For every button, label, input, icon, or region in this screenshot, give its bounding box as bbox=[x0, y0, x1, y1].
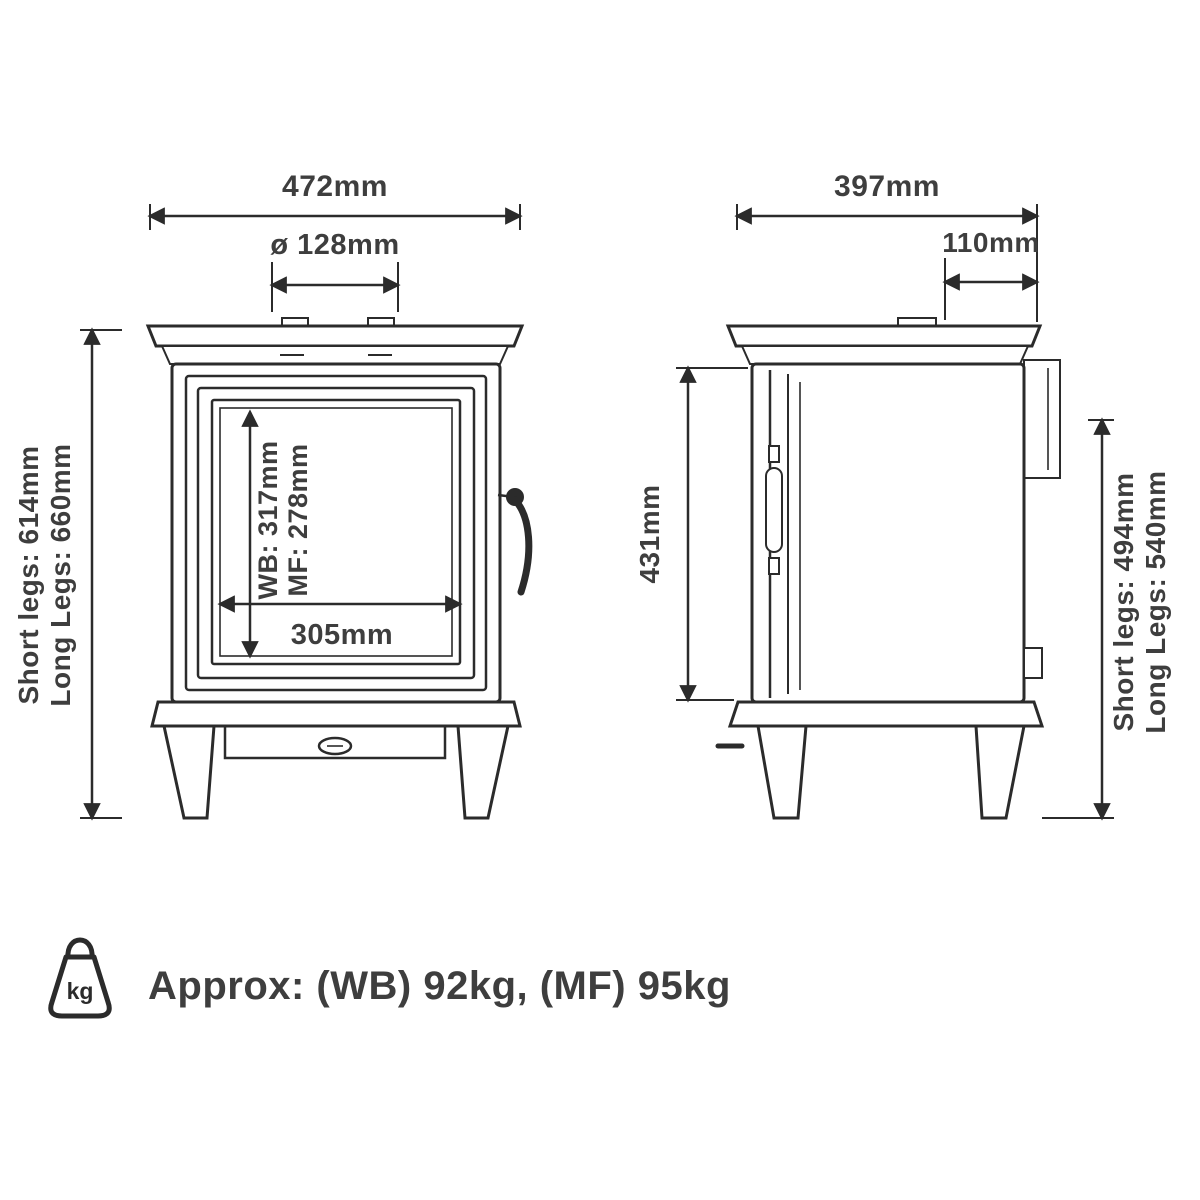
cornice bbox=[740, 345, 1030, 365]
front-height-short-label: Short legs: 614mm bbox=[13, 445, 44, 704]
weight-body bbox=[48, 954, 112, 1019]
plinth bbox=[727, 700, 1045, 728]
rear-bracket bbox=[1023, 647, 1043, 679]
side-view: 397mm 110mm bbox=[634, 170, 1171, 821]
weight-summary: Approx: (WB) 92kg, (MF) 95kg bbox=[148, 964, 731, 1008]
side-firebox-height-label: 431mm bbox=[634, 484, 665, 583]
glass-panel bbox=[219, 407, 453, 657]
glass-height-wb-label: WB: 317mm bbox=[253, 440, 283, 599]
side-front-leg bbox=[756, 724, 808, 820]
side-flue-offset-dimension: 110mm bbox=[942, 227, 1040, 320]
glass-width-label: 305mm bbox=[291, 619, 393, 651]
side-depth-dimension: 397mm bbox=[734, 170, 1040, 322]
plinth bbox=[150, 700, 522, 728]
top-plate bbox=[725, 324, 1043, 348]
side-stove-drawing bbox=[715, 317, 1061, 820]
hinge-pin-top bbox=[768, 445, 780, 463]
top-plate bbox=[145, 324, 525, 348]
front-height-dimension: Short legs: 614mm Long Legs: 660mm bbox=[13, 327, 122, 821]
cornice bbox=[160, 345, 510, 365]
weight-unit-label: kg bbox=[67, 978, 94, 1004]
kg-weight-icon: kg bbox=[48, 937, 112, 1019]
front-stove-drawing bbox=[145, 317, 533, 820]
front-height-long-label: Long Legs: 660mm bbox=[45, 443, 76, 706]
side-firebox-height-dimension: 431mm bbox=[634, 365, 748, 703]
side-flue-offset-label: 110mm bbox=[942, 227, 1039, 258]
front-left-leg bbox=[162, 724, 216, 820]
front-flue-label: ø 128mm bbox=[270, 229, 399, 261]
side-depth-label: 397mm bbox=[834, 170, 940, 203]
stove-body bbox=[170, 362, 502, 704]
glass-width-dimension: 305mm bbox=[217, 595, 463, 651]
weight-handle bbox=[65, 937, 95, 961]
front-width-dimension: 472mm bbox=[147, 170, 523, 230]
weight-row: kg Approx: (WB) 92kg, (MF) 95kg bbox=[48, 937, 731, 1019]
side-height-dimension: Short legs: 494mm Long Legs: 540mm bbox=[1042, 417, 1171, 821]
glass-height-dimension: WB: 317mm MF: 278mm bbox=[241, 409, 313, 659]
hinge-pin-bottom bbox=[768, 557, 780, 575]
front-width-label: 472mm bbox=[282, 170, 388, 203]
side-height-short-label: Short legs: 494mm bbox=[1108, 472, 1139, 731]
front-view: 472mm ø 128mm Short legs: 614mm Long Leg… bbox=[13, 170, 533, 821]
stove-body bbox=[750, 362, 1026, 704]
door-frame-inner bbox=[210, 398, 462, 666]
rear-heat-shield bbox=[1023, 359, 1061, 479]
door-handle-lever bbox=[511, 496, 533, 596]
front-flue-dimension: ø 128mm bbox=[269, 229, 401, 312]
glass-height-mf-label: MF: 278mm bbox=[283, 443, 313, 596]
hinge-latch bbox=[765, 467, 783, 553]
ash-lip bbox=[223, 726, 447, 760]
door-frame-outer bbox=[184, 374, 488, 692]
door-frame-middle bbox=[196, 386, 476, 680]
front-right-leg bbox=[456, 724, 510, 820]
side-height-long-label: Long Legs: 540mm bbox=[1140, 470, 1171, 733]
side-rear-leg bbox=[974, 724, 1026, 820]
ash-handle bbox=[317, 736, 353, 756]
